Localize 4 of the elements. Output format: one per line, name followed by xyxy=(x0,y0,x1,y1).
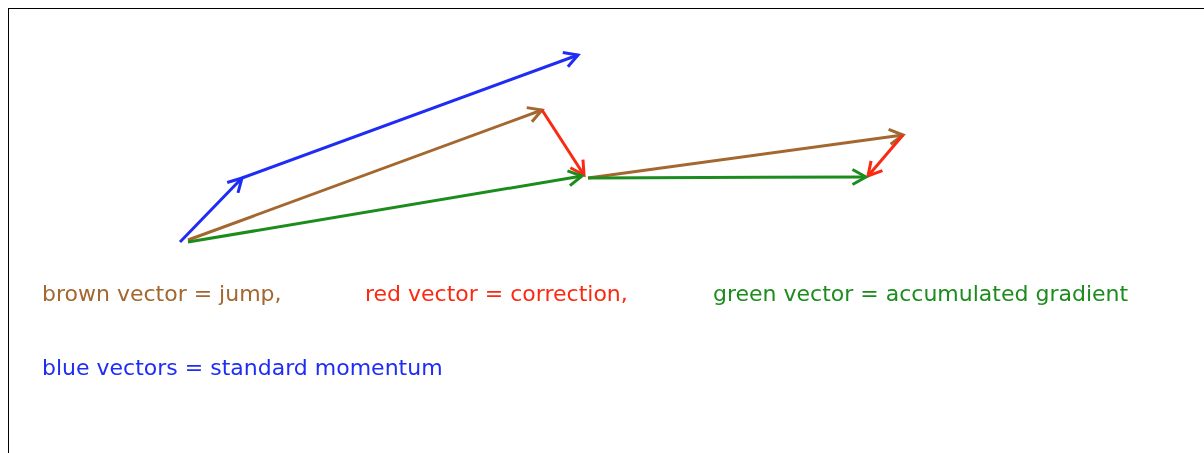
gradient-label: green vector = accumulated gradient xyxy=(713,281,1129,307)
jump-label: brown vector = jump, xyxy=(42,281,282,307)
momentum-label: blue vectors = standard momentum xyxy=(42,355,443,381)
correction-label: red vector = correction, xyxy=(365,281,628,307)
